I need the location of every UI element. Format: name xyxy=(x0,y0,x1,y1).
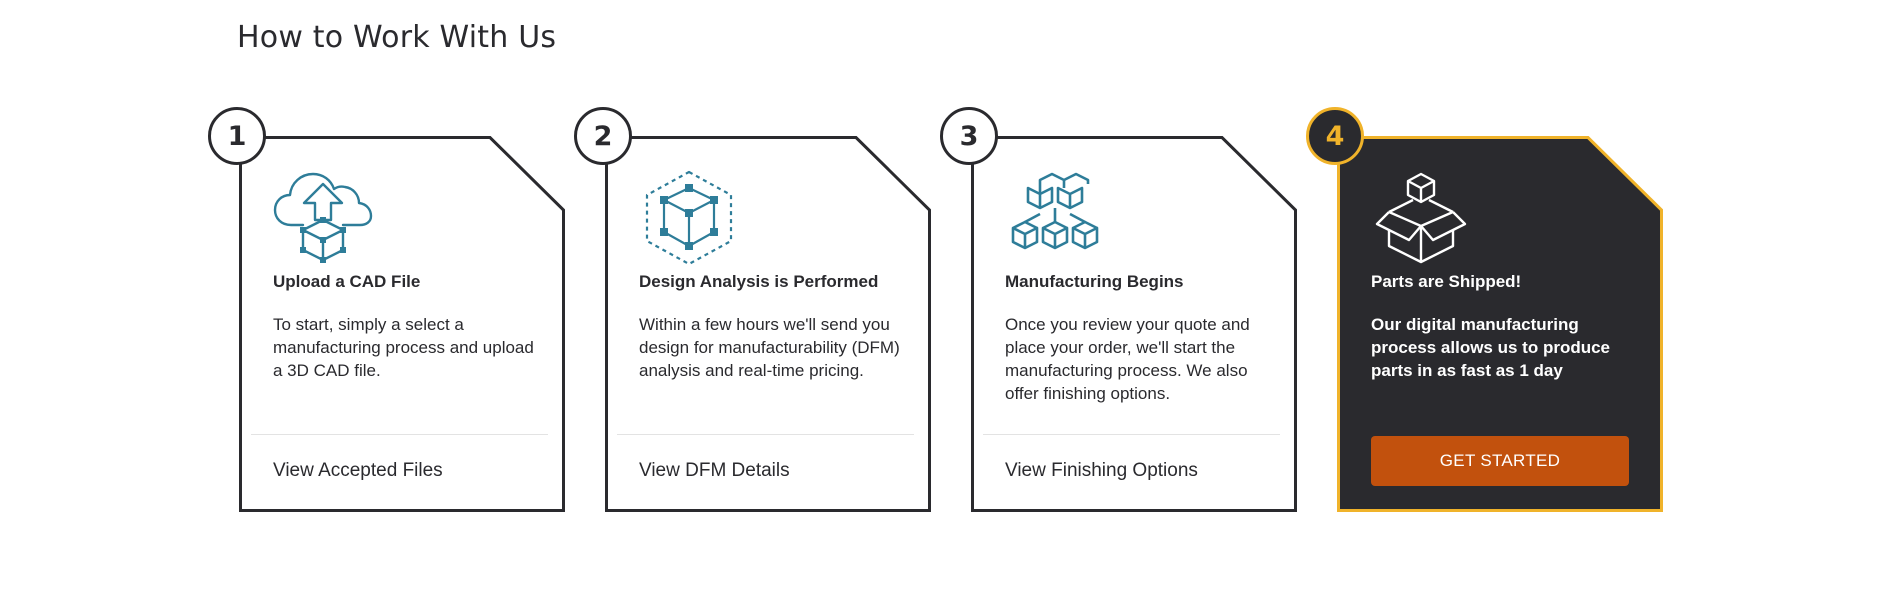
card-outline xyxy=(971,136,1297,512)
step-title: Upload a CAD File xyxy=(273,272,421,291)
step-title: Parts are Shipped! xyxy=(1371,272,1522,291)
view-accepted-files-link[interactable]: View Accepted Files xyxy=(273,460,443,481)
step-title: Manufacturing Begins xyxy=(1005,272,1184,291)
cloud-upload-cube-icon xyxy=(273,172,373,263)
step-number-badge: 2 xyxy=(574,107,632,165)
view-dfm-details-link[interactable]: View DFM Details xyxy=(639,460,790,481)
card-divider xyxy=(983,434,1280,435)
step-title: Design Analysis is Performed xyxy=(639,272,879,291)
card-outline xyxy=(239,136,565,512)
step-number-badge: 3 xyxy=(940,107,998,165)
step-card-1: 1 Upload a CAD File To start, simply a s… xyxy=(208,107,565,512)
get-started-button[interactable]: GET STARTED xyxy=(1371,436,1629,486)
step-number-badge: 1 xyxy=(208,107,266,165)
hexagon-cube-network-icon xyxy=(645,170,733,266)
step-description: To start, simply a select a manufacturin… xyxy=(273,315,534,380)
stacked-cubes-icon xyxy=(1011,172,1099,250)
view-finishing-options-link[interactable]: View Finishing Options xyxy=(1005,460,1198,481)
step-card-3: 3 Manufacturing Begins Once you review y… xyxy=(940,107,1297,512)
card-divider xyxy=(617,434,914,435)
step-description: Within a few hours we'll send you design… xyxy=(639,315,900,380)
step-card-4: 4 Parts are Shipped! Our digital manufac… xyxy=(1306,107,1663,512)
step-description: Once you review your quote and place you… xyxy=(1005,315,1250,403)
card-outline xyxy=(605,136,931,512)
step-card-2: 2 Design Analysis is Performed Within a … xyxy=(574,107,931,512)
section-title: How to Work With Us xyxy=(237,20,557,55)
step-description: Our digital manufacturing process allows… xyxy=(1371,315,1611,380)
card-outline xyxy=(1337,136,1663,512)
step-number-badge: 4 xyxy=(1306,107,1364,165)
open-box-icon xyxy=(1375,172,1467,264)
card-divider xyxy=(251,434,548,435)
